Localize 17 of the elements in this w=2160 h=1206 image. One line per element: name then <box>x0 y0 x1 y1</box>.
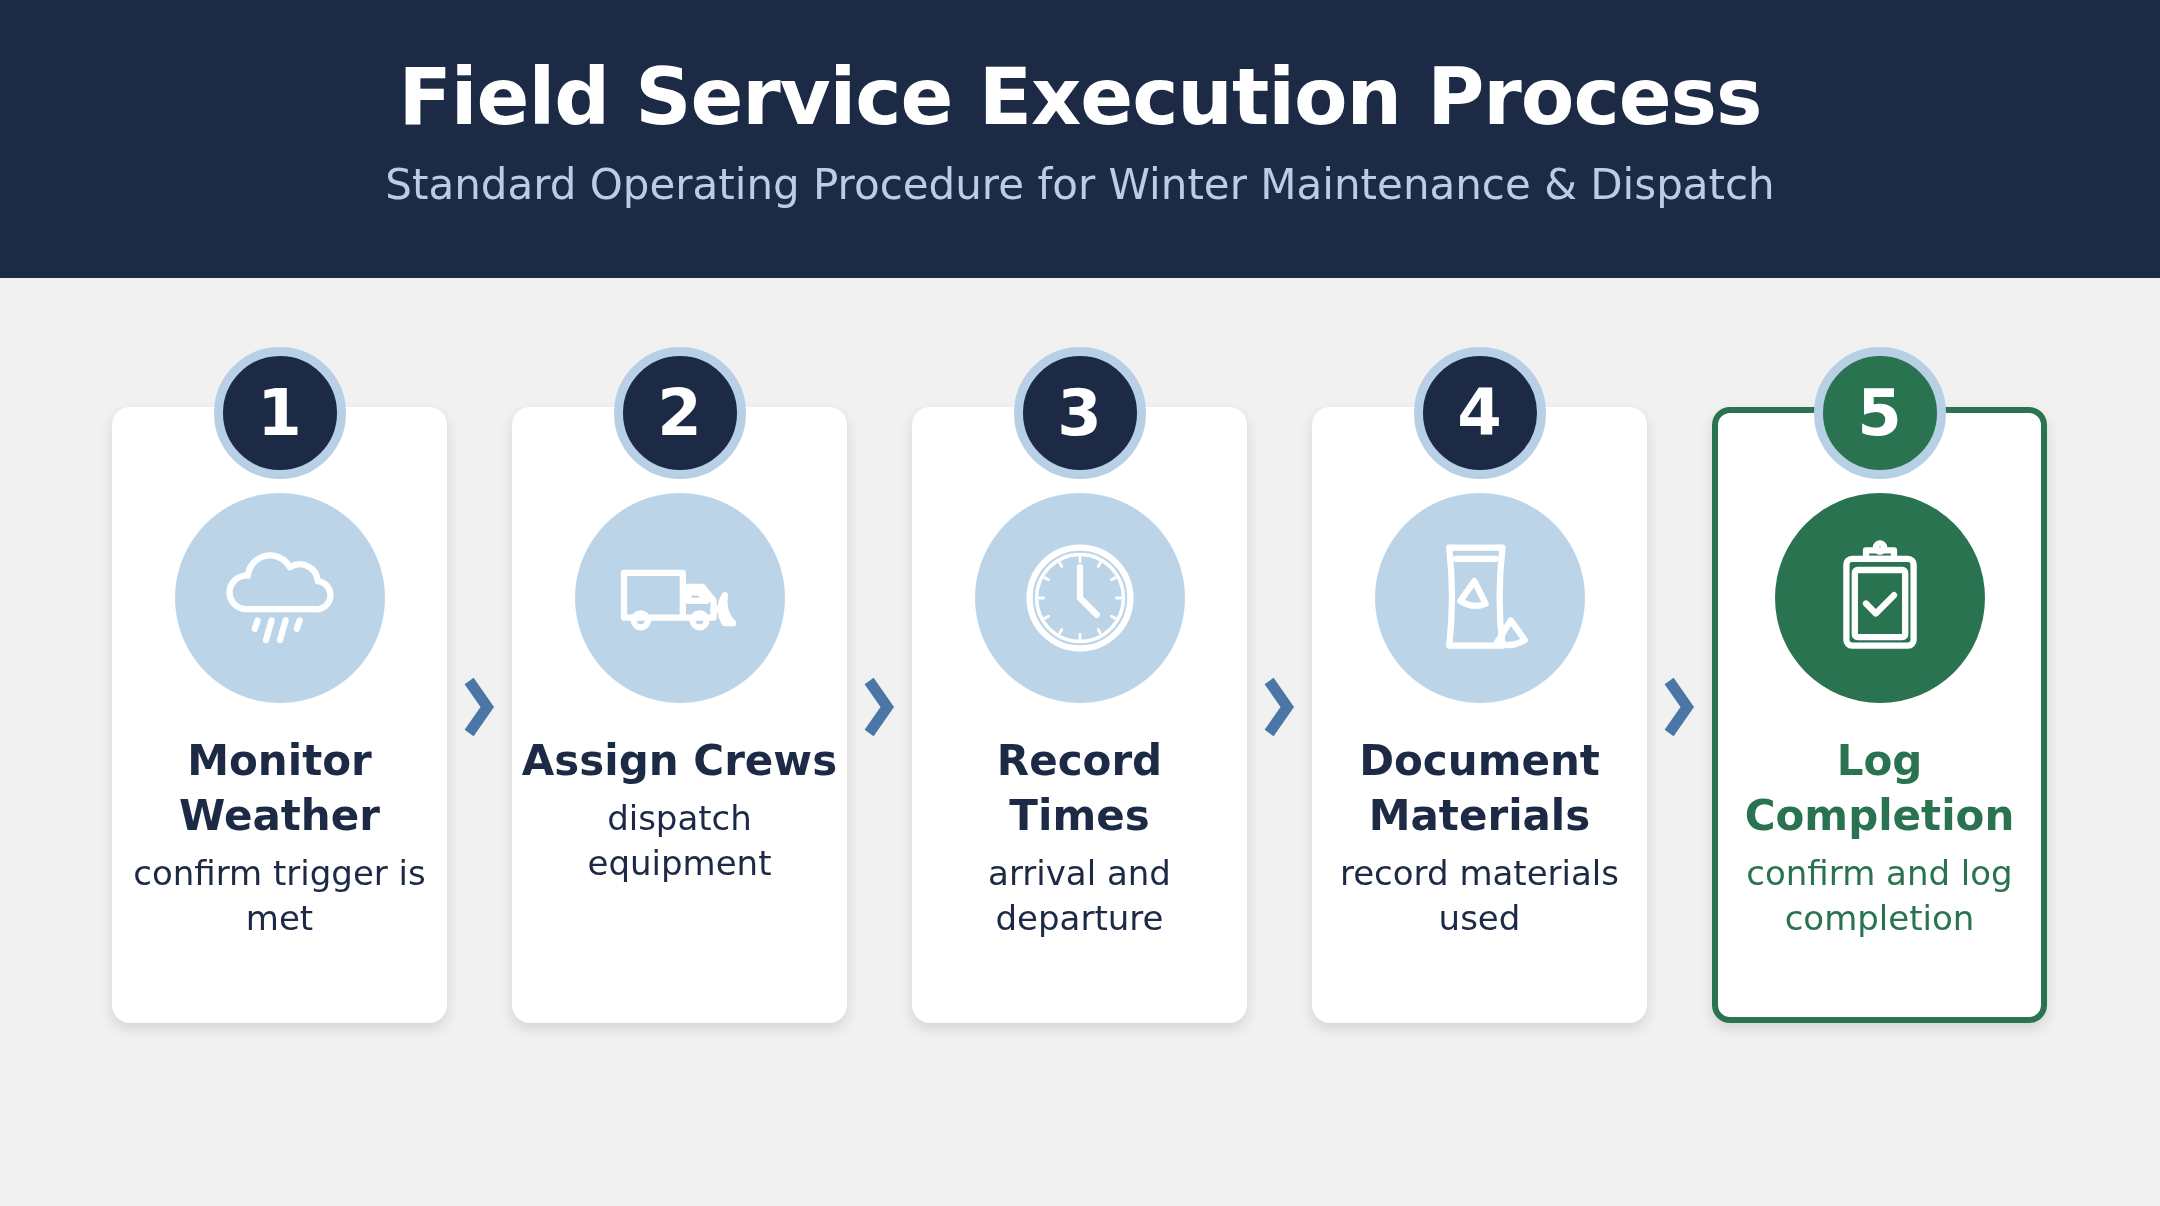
subtitle: Standard Operating Procedure for Winter Maintenance & Dispatch <box>385 160 1775 209</box>
step-description: arrival and departure <box>987 852 1172 940</box>
step-number: 2 <box>613 347 746 479</box>
step-number: 5 <box>1813 347 1946 479</box>
step-description: confirm and log completion <box>1745 852 2014 940</box>
step-number: 3 <box>1013 347 1146 479</box>
step-title: Document Materials <box>1358 735 1601 842</box>
step-title: Monitor Weather <box>178 735 381 842</box>
step-number: 1 <box>213 347 346 479</box>
step-description: confirm trigger is met <box>132 852 427 940</box>
step-title: Log Completion <box>1743 735 2016 842</box>
step-title: Record Times <box>995 735 1164 842</box>
step-number: 4 <box>1413 347 1546 479</box>
step-description: dispatch equipment <box>586 797 773 885</box>
step-title: Assign Crews <box>520 735 839 787</box>
step-description: record materials used <box>1338 852 1620 940</box>
title: Field Service Execution Process <box>398 52 1762 142</box>
